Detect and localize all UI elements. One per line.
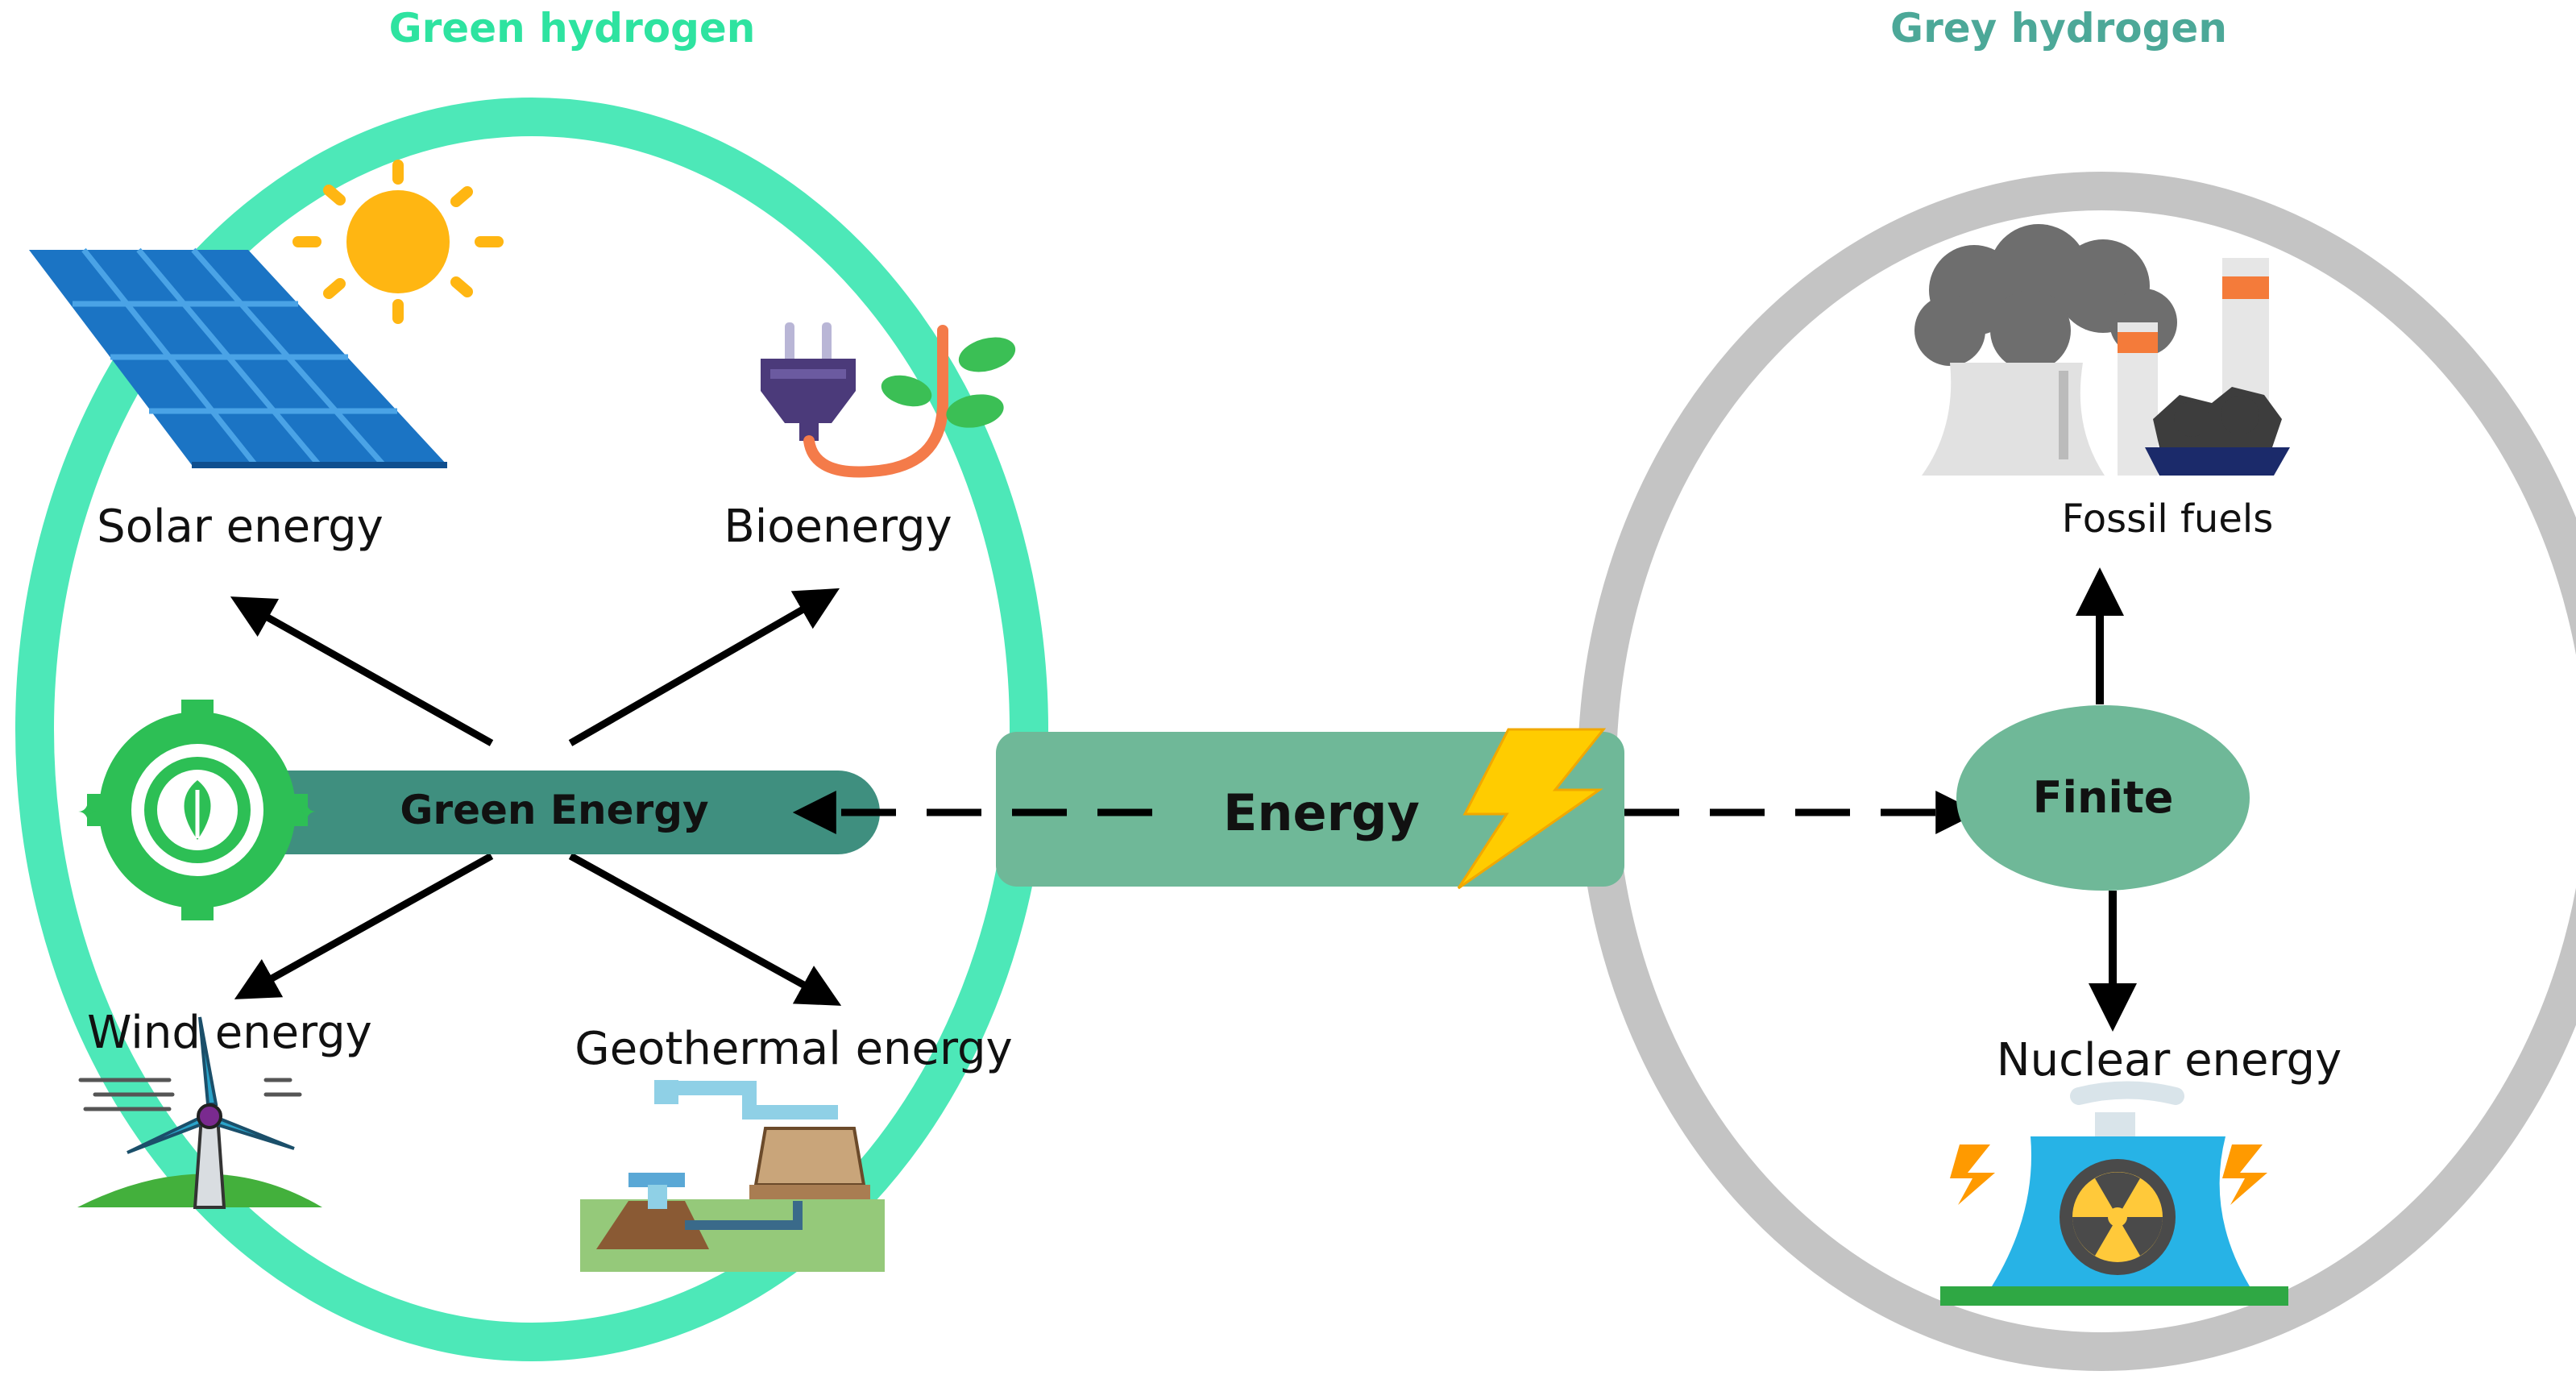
grey-hydrogen-title: Grey hydrogen bbox=[1890, 5, 2227, 52]
bioenergy-label: Bioenergy bbox=[724, 501, 952, 553]
arrow-to-solar bbox=[230, 596, 494, 746]
energy-label: Energy bbox=[1223, 783, 1420, 842]
geothermal-energy-label: Geothermal energy bbox=[575, 1023, 1012, 1075]
lightning-bolt-icon bbox=[1457, 728, 1607, 890]
finite-hub: Finite bbox=[1956, 705, 2250, 891]
green-hydrogen-title: Green hydrogen bbox=[389, 5, 756, 52]
energy-box: Energy bbox=[996, 728, 1624, 890]
fossil-fuels-icon bbox=[1914, 224, 2290, 476]
geothermal-plant-icon bbox=[580, 1080, 885, 1272]
sun-icon bbox=[292, 160, 504, 324]
nuclear-energy-label: Nuclear energy bbox=[1997, 1034, 2342, 1086]
green-gear-icon: ✦ ✦ bbox=[77, 700, 317, 920]
nuclear-plant-icon bbox=[1940, 1081, 2288, 1306]
arrow-to-wind bbox=[234, 853, 494, 999]
solar-panel-icon bbox=[29, 247, 447, 468]
solar-energy-label: Solar energy bbox=[97, 501, 384, 553]
finite-label: Finite bbox=[2033, 772, 2174, 823]
leaf-icon bbox=[881, 337, 1016, 428]
arrow-to-geothermal bbox=[568, 853, 842, 1006]
svg-text:✦: ✦ bbox=[297, 799, 317, 827]
green-energy-arrows bbox=[230, 588, 842, 1006]
fossil-fuels-label: Fossil fuels bbox=[2062, 496, 2273, 542]
arrow-to-bioenergy bbox=[568, 588, 840, 746]
green-energy-hub: Green Energy bbox=[218, 771, 880, 854]
svg-text:✦: ✦ bbox=[77, 799, 97, 827]
wind-turbine-icon bbox=[77, 1016, 322, 1209]
wind-energy-label: Wind energy bbox=[87, 1007, 372, 1059]
green-energy-label: Green Energy bbox=[400, 787, 708, 833]
green-hydrogen-ring bbox=[15, 98, 1048, 1361]
bioenergy-plug-icon bbox=[761, 322, 948, 478]
